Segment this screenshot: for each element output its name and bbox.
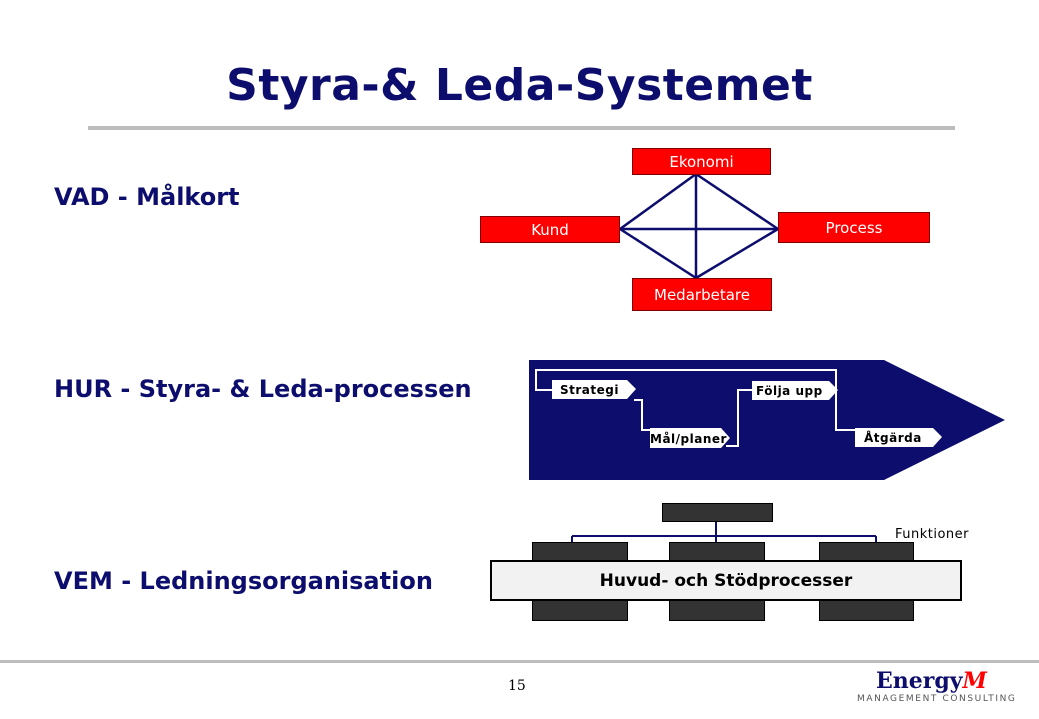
process-step-folja-upp-label: Följa upp <box>756 384 823 398</box>
process-step-strategi-label: Strategi <box>560 383 619 397</box>
page-number: 15 <box>508 678 526 694</box>
process-step-atgarda-box <box>855 428 942 447</box>
title-divider <box>88 126 955 130</box>
org-function-box-3 <box>819 542 914 562</box>
process-step-folja-upp-box <box>752 381 838 400</box>
org-function-box-2-lower <box>669 600 765 621</box>
footer-divider <box>0 660 1039 663</box>
scorecard-box-medarbetare: Medarbetare <box>632 278 772 311</box>
org-function-box-1 <box>532 542 628 562</box>
process-step-malplaner-label: Mål/planer <box>650 432 727 446</box>
process-step-atgarda-label: Åtgärda <box>864 430 922 445</box>
logo-subtitle: MANAGEMENT CONSULTING <box>857 694 1017 704</box>
scorecard-box-kund: Kund <box>480 216 620 243</box>
company-logo: EnergyM <box>876 668 987 694</box>
process-big-arrow <box>529 360 1005 480</box>
org-function-box-2 <box>669 542 765 562</box>
org-top-box <box>662 503 773 522</box>
section-label-vad: VAD - Målkort <box>54 183 240 211</box>
section-label-hur: HUR - Styra- & Leda-processen <box>54 375 472 403</box>
process-step-strategi-box <box>552 380 636 399</box>
page-title: Styra-& Leda-Systemet <box>226 60 813 111</box>
section-label-vem: VEM - Ledningsorganisation <box>54 567 433 595</box>
org-functions-label: Funktioner <box>895 527 970 542</box>
process-step-malplaner-box <box>650 428 730 448</box>
logo-name-suffix: M <box>962 668 987 694</box>
logo-name-text: Energy <box>876 668 963 694</box>
scorecard-box-process: Process <box>778 212 930 243</box>
scorecard-box-ekonomi: Ekonomi <box>632 148 771 175</box>
org-function-box-3-lower <box>819 600 914 621</box>
org-function-box-1-lower <box>532 600 628 621</box>
org-main-process-bar: Huvud- och Stödprocesser <box>490 560 962 601</box>
